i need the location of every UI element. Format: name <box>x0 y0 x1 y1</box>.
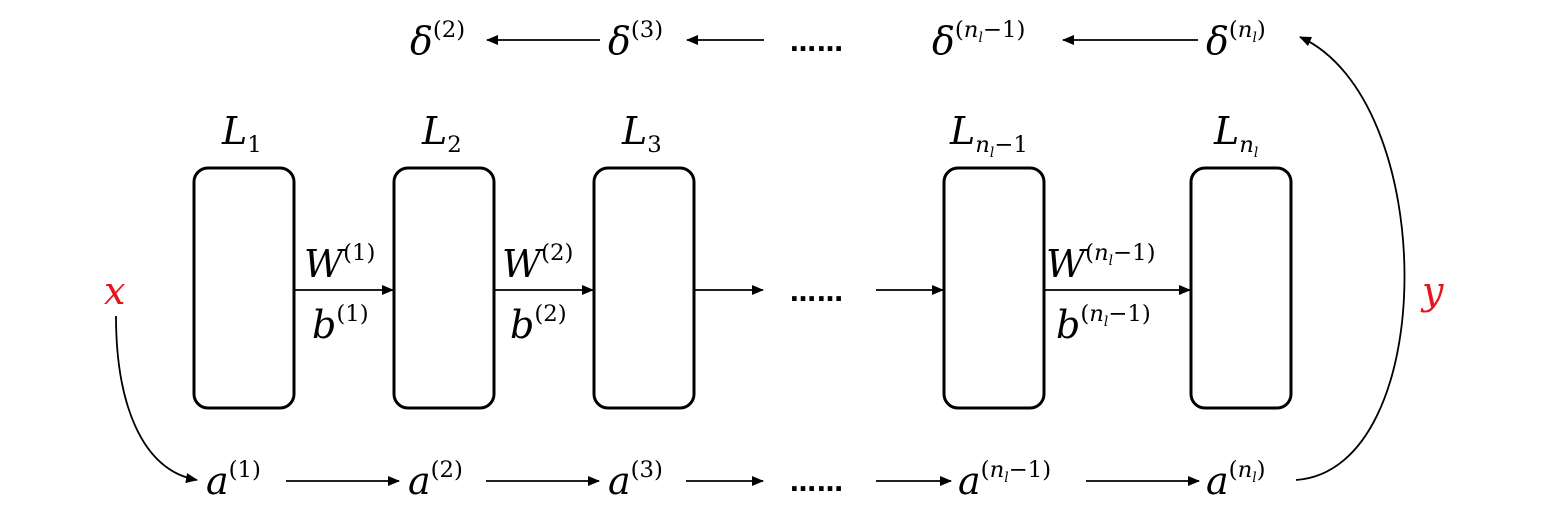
weight-label-1: W(1) <box>304 239 376 286</box>
input-curve-arrow <box>115 315 198 484</box>
bias-label-1: b(1) <box>312 300 369 347</box>
bias-label-2: b(2) <box>510 300 567 347</box>
weight-label-2: W(2) <box>502 239 574 286</box>
layer-box-nl-minus-1 <box>942 166 1046 410</box>
layer-label-1: L1 <box>222 109 262 158</box>
activation-label-nl: a(nl) <box>1206 456 1266 503</box>
layer-label-nl: Lnl <box>1214 109 1259 161</box>
layer-label-nl-minus-1: Lnl−1 <box>950 109 1028 161</box>
delta-label-2: δ(2) <box>410 16 466 63</box>
weight-label-nl-minus-1: W(nl−1) <box>1046 239 1156 286</box>
activation-label-1: a(1) <box>206 456 261 503</box>
layer-box-2 <box>392 166 496 410</box>
layer-box-nl <box>1189 166 1293 410</box>
loss-curve-arrow <box>1295 36 1406 481</box>
delta-label-nl-minus-1: δ(nl−1) <box>932 16 1026 63</box>
layer-label-3: L3 <box>622 109 662 158</box>
delta-label-nl: δ(nl) <box>1206 16 1266 63</box>
layer-label-2: L2 <box>422 109 462 158</box>
delta-label-3: δ(3) <box>608 16 664 63</box>
input-x-label: x <box>104 269 126 313</box>
target-y-label: y <box>1422 269 1444 313</box>
activation-label-2: a(2) <box>408 456 463 503</box>
layer-box-1 <box>192 166 296 410</box>
ellipsis-layer-row: …… <box>790 278 844 308</box>
ellipsis-delta-row: …… <box>790 28 844 58</box>
layer-box-3 <box>592 166 696 410</box>
bias-label-nl-minus-1: b(nl−1) <box>1056 300 1151 347</box>
activation-label-3: a(3) <box>608 456 663 503</box>
ellipsis-activation-row: …… <box>790 468 844 498</box>
activation-label-nl-minus-1: a(nl−1) <box>958 456 1052 503</box>
